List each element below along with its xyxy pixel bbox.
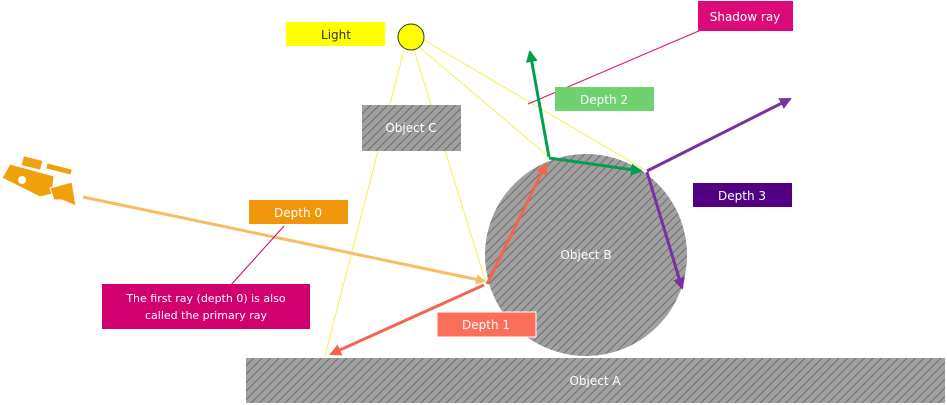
depth-3-secondary-ray: [645, 171, 685, 290]
light-ray-to-depth3: [423, 39, 646, 171]
object-c-label: Object C: [385, 121, 436, 135]
primary-ray-note-line1: The first ray (depth 0) is also: [125, 292, 286, 305]
shadow-ray-label: Shadow ray: [710, 10, 781, 24]
light-label-box: Light: [286, 22, 385, 46]
depth-0-label-box: Depth 0: [249, 200, 348, 224]
primary-ray-note: The first ray (depth 0) is also called t…: [102, 225, 310, 329]
object-a: Object A: [246, 358, 945, 403]
depth-1-refracted-ray: [329, 283, 485, 356]
depth-3-label: Depth 3: [718, 189, 766, 203]
light-label: Light: [321, 28, 351, 42]
depth-3-label-box: Depth 3: [693, 183, 792, 207]
object-c: Object C: [362, 105, 461, 151]
depth-1-ray: [485, 162, 548, 285]
depth-0-label: Depth 0: [274, 206, 322, 220]
depth-3-ray: [646, 97, 792, 173]
depth-2-secondary-ray: [525, 50, 551, 158]
light-ray-to-depth2: [417, 45, 550, 158]
light-source-icon: [397, 23, 425, 51]
light-ray-to-ground: [324, 49, 405, 357]
depth-2-label: Depth 2: [580, 93, 628, 107]
object-a-label: Object A: [569, 374, 621, 388]
primary-ray-note-line2: called the primary ray: [145, 309, 268, 322]
object-b-label: Object B: [560, 248, 611, 262]
light-ray-to-depth1: [413, 49, 487, 284]
object-b: Object B: [485, 154, 687, 356]
depth-1-label-box: Depth 1: [436, 311, 537, 338]
depth-2-label-box: Depth 2: [555, 87, 654, 111]
depth-1-label: Depth 1: [462, 318, 510, 332]
primary-ray-note-leader: [229, 225, 285, 287]
video-camera-icon: [1, 155, 77, 207]
depth-0-ray: [82, 195, 486, 285]
depth-2-ray: [548, 156, 643, 176]
light-rays: [324, 39, 646, 357]
